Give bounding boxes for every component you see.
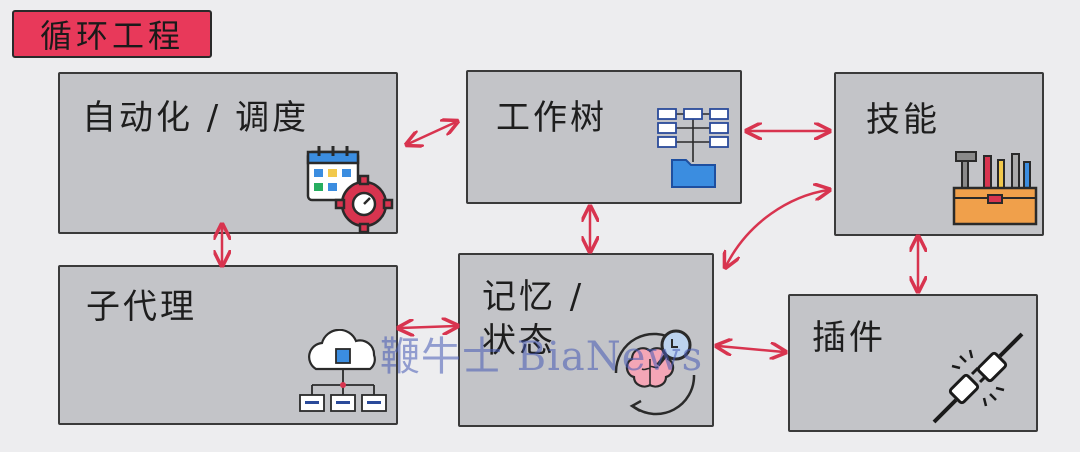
calendar-gear-icon bbox=[304, 142, 396, 238]
brain-magnifier-icon bbox=[606, 323, 706, 427]
box-label-memory-line1: 记忆 / bbox=[482, 277, 585, 317]
box-subagents: 子代理 bbox=[58, 265, 398, 425]
box-memory: 记忆 / 状态 bbox=[458, 253, 714, 427]
box-label-worktree: 工作树 bbox=[496, 98, 607, 138]
tree-folder-icon bbox=[654, 106, 732, 196]
box-label-memory: 记忆 / 状态 bbox=[482, 275, 632, 363]
cloud-network-icon bbox=[296, 328, 392, 421]
toolbox-icon bbox=[952, 148, 1038, 232]
box-skills: 技能 bbox=[834, 72, 1044, 236]
watermark: 鞭牛士 BiaNews bbox=[380, 334, 704, 380]
arrow-automation-worktree bbox=[408, 122, 456, 144]
box-worktree: 工作树 bbox=[466, 70, 742, 204]
arrow-memory-plugins bbox=[718, 346, 784, 352]
arrow-subagents-memory bbox=[400, 326, 456, 328]
plug-icon bbox=[930, 330, 1026, 430]
arrow-skills-memory bbox=[726, 190, 828, 266]
page-title: 循环工程 bbox=[12, 10, 212, 58]
box-label-memory-line2: 状态 bbox=[482, 321, 556, 361]
box-label-plugins: 插件 bbox=[812, 318, 886, 358]
box-label-skills: 技能 bbox=[866, 100, 940, 140]
box-plugins: 插件 bbox=[788, 294, 1038, 432]
box-label-subagents: 子代理 bbox=[86, 287, 197, 327]
box-label-automation: 自动化 / 调度 bbox=[82, 98, 310, 138]
